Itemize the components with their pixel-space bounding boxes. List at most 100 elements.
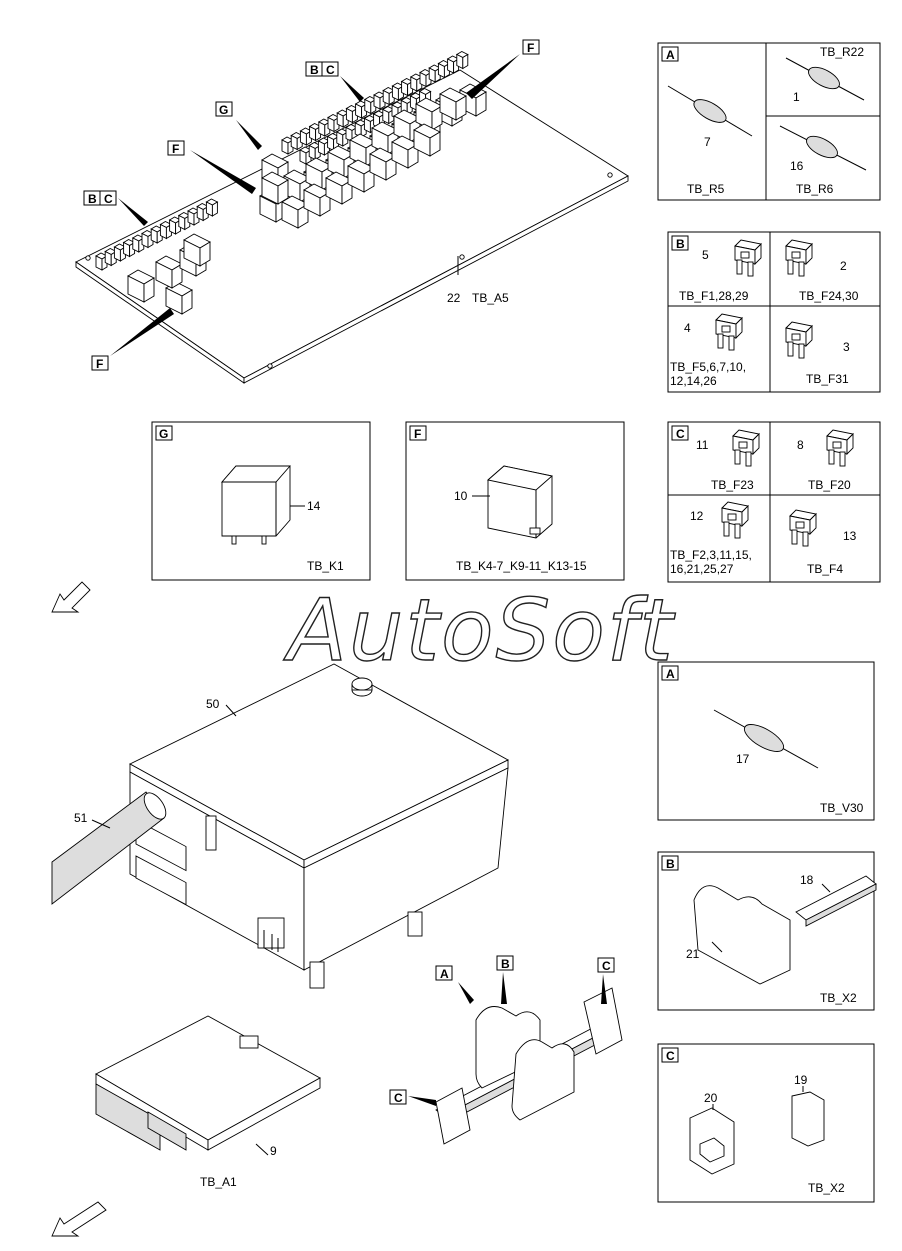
tag-c: C: [326, 63, 335, 77]
item-11: 11: [696, 438, 709, 452]
item-10: 10: [454, 489, 468, 503]
board-fuse: [159, 220, 173, 240]
item-3: 3: [843, 340, 850, 354]
panel-resistor-a2: A 17 TB_V30: [657, 661, 875, 821]
terminal-assembly-illustration: A B C C: [389, 955, 623, 1145]
blade-fuse-icon: [715, 313, 743, 351]
code-tb-f31: TB_F31: [806, 372, 849, 386]
arrow-icon: [51, 1201, 107, 1237]
blade-fuse-icon: [789, 509, 817, 547]
watermark-text: AutoSoft: [283, 581, 676, 681]
code-tb-x2: TB_X2: [808, 1181, 845, 1195]
code-tb-k1: TB_K1: [307, 559, 344, 573]
board-relay: [281, 195, 309, 229]
item-8: 8: [797, 438, 804, 452]
code-tb-f5: TB_F5,6,7,10,: [670, 360, 746, 374]
panel-terminals-b2: B 18 21 TB_X2: [657, 851, 877, 1011]
blade-fuse-icon: [826, 429, 854, 467]
board-fuse: [177, 211, 191, 231]
tag-f-box: [522, 39, 540, 55]
panel-fuses-c: C 11 TB_F23 8 TB_F20 12 TB_F2,3,11,15, 1…: [667, 421, 881, 583]
tag-c: C: [676, 427, 685, 441]
board-fuse: [196, 202, 210, 222]
tag-c: C: [602, 959, 611, 973]
board-relay: [439, 87, 467, 121]
board-fuse: [455, 50, 469, 70]
item-20: 20: [704, 1091, 718, 1105]
panel-resistors: A 7 TB_R5 TB_R22 1 16 TB_R6: [657, 42, 881, 201]
ecu-illustration: 9 TB_A1: [95, 1015, 321, 1189]
board-fuse: [95, 252, 108, 271]
tag-b: B: [88, 192, 97, 206]
tag-f: F: [527, 41, 534, 55]
board-relay: [127, 269, 155, 303]
item-13: 13: [843, 529, 857, 543]
board-relay: [347, 159, 375, 193]
board-relay: [413, 123, 441, 157]
arrow-icon: [51, 581, 91, 613]
item-7: 7: [704, 135, 711, 149]
code-tb-f4: TB_F4: [807, 562, 843, 576]
control-box-illustration: 50 51: [51, 663, 509, 989]
blade-fuse-icon: [734, 239, 762, 277]
tag-a: A: [440, 967, 449, 981]
board-code: TB_A5: [472, 291, 509, 305]
tag-g: G: [159, 427, 168, 441]
item-16: 16: [790, 159, 804, 173]
panel-fuses-b: B 5 TB_F1,28,29 2 TB_F24,30 4 TB_F5,6,7,…: [667, 231, 881, 393]
board-item-number: 22: [447, 291, 461, 305]
code-tb-f2-cont: 16,21,25,27: [670, 562, 734, 576]
item-4: 4: [684, 321, 691, 335]
board-fuse: [150, 225, 164, 244]
board-relay: [415, 97, 443, 131]
tag-f: F: [414, 427, 421, 441]
code-tb-f2: TB_F2,3,11,15,: [670, 548, 752, 562]
tag-f: F: [96, 357, 103, 371]
item-18: 18: [800, 873, 814, 887]
code-tb-x2: TB_X2: [820, 991, 857, 1005]
item-19: 19: [794, 1073, 808, 1087]
tag-b: B: [666, 857, 675, 871]
code-tb-f20: TB_F20: [808, 478, 851, 492]
item-17: 17: [736, 752, 750, 766]
tag-b: B: [676, 237, 685, 251]
code-tb-r22: TB_R22: [820, 45, 864, 59]
board-fuse: [205, 198, 219, 217]
board-callouts: F B C G F B C F: [83, 39, 540, 371]
blade-fuse-icon: [721, 501, 749, 539]
panel-relay-g: G 14 TB_K1: [151, 421, 371, 581]
code-tb-a1: TB_A1: [200, 1175, 237, 1189]
tag-b: B: [501, 957, 510, 971]
code-tb-v30: TB_V30: [820, 801, 864, 815]
tag-f: F: [172, 142, 179, 156]
item-51: 51: [74, 811, 88, 825]
board-relay: [391, 135, 419, 169]
item-9: 9: [270, 1144, 277, 1158]
tag-c: C: [104, 192, 113, 206]
code-tb-r6: TB_R6: [796, 182, 834, 196]
tag-c: C: [666, 1049, 675, 1063]
board-relay: [369, 147, 397, 181]
tag-a: A: [666, 48, 675, 62]
relay-board-illustration: 22 TB_A5: [75, 50, 629, 384]
panel-relay-f: F 10 TB_K4-7_K9-11_K13-15: [405, 421, 625, 581]
code-tb-f1: TB_F1,28,29: [679, 289, 749, 303]
item-2: 2: [840, 259, 847, 273]
tag-g: G: [219, 103, 228, 117]
tag-b: B: [310, 63, 319, 77]
panel-endcaps-c2: C 20 19 TB_X2: [657, 1043, 875, 1203]
board-relay: [261, 171, 289, 205]
item-14: 14: [307, 499, 321, 513]
board-fuse: [345, 104, 359, 124]
tag-c: C: [394, 1091, 403, 1105]
board-fuse: [141, 229, 154, 249]
blade-fuse-icon: [785, 239, 813, 277]
code-tb-k4: TB_K4-7_K9-11_K13-15: [456, 559, 587, 573]
blade-fuse-icon: [732, 429, 760, 467]
blade-fuse-icon: [785, 321, 813, 359]
board-relay: [183, 233, 211, 267]
item-1: 1: [793, 90, 800, 104]
tag-a: A: [666, 667, 675, 681]
code-tb-f24: TB_F24,30: [799, 289, 859, 303]
